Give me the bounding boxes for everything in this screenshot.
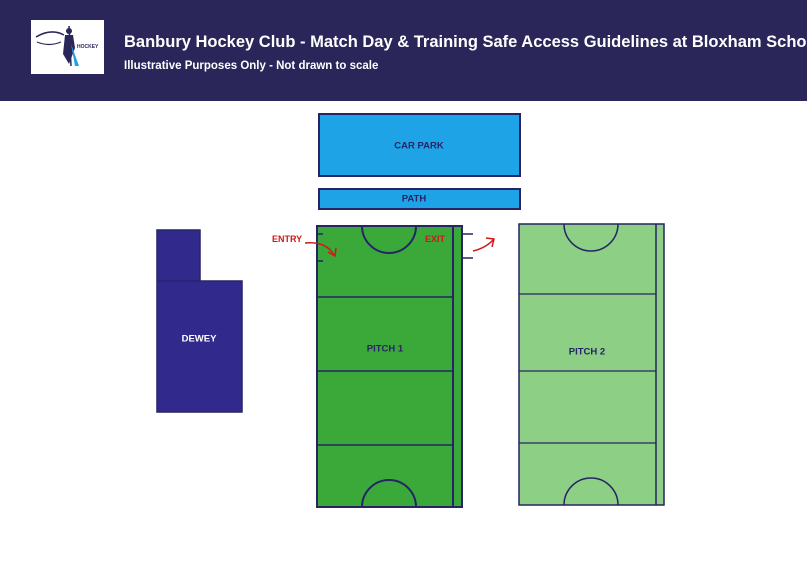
entry-arrow-icon: [304, 242, 337, 258]
exit-gate: [462, 233, 473, 259]
header-banner: HOCKEY Banbury Hockey Club - Match Day &…: [0, 0, 807, 101]
pitch-2-label: PITCH 2: [568, 346, 606, 358]
path-area: [318, 188, 521, 210]
dewey-building: [156, 229, 243, 413]
car-park-label: CAR PARK: [394, 140, 444, 152]
entry-gate: [316, 233, 323, 262]
pitch-1-label: PITCH 1: [366, 343, 404, 355]
pitch-1: [316, 225, 463, 508]
page-subtitle: Illustrative Purposes Only - Not drawn t…: [124, 60, 379, 72]
car-park-area: [318, 113, 521, 177]
hockey-player-icon: [35, 25, 79, 67]
page-title: Banbury Hockey Club - Match Day & Traini…: [124, 33, 807, 51]
club-logo: HOCKEY: [31, 20, 104, 74]
dewey-label: DEWEY: [181, 333, 217, 345]
path-label: PATH: [401, 193, 427, 205]
logo-wordmark: HOCKEY: [77, 44, 99, 50]
entry-label: ENTRY: [272, 234, 303, 244]
exit-label: EXIT: [425, 234, 446, 244]
exit-arrow-icon: [472, 237, 495, 252]
pitch-2: [518, 223, 665, 506]
